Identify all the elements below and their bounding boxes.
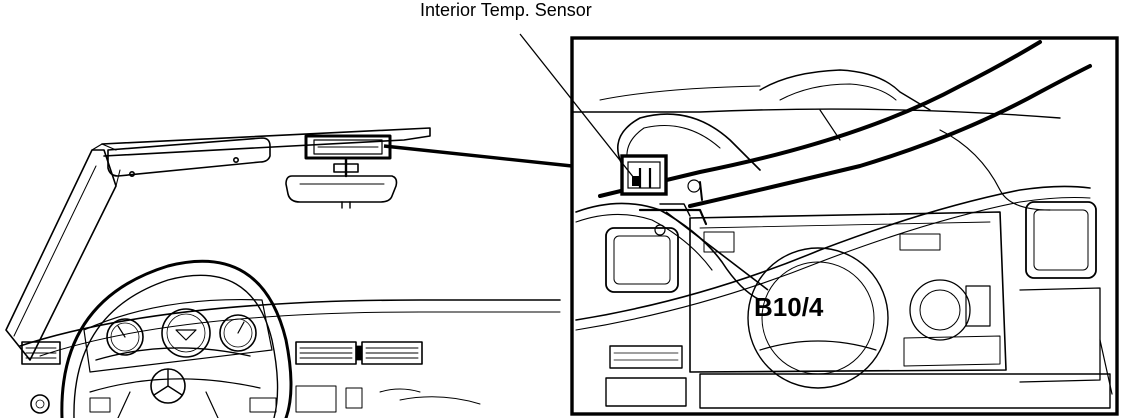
interior-overview-illustration	[5, 127, 561, 418]
interior-temp-sensor	[620, 154, 668, 196]
lower-dash-controls	[30, 385, 481, 414]
callout-leader-b10-4	[665, 211, 769, 291]
speedometer-gauge	[106, 318, 144, 356]
rearview-mirror	[285, 156, 398, 209]
windshield-header	[101, 127, 431, 157]
left-air-vent	[21, 341, 61, 365]
detail-connector-line	[383, 144, 573, 168]
right-control-module	[1025, 201, 1097, 279]
steering-wheel	[60, 259, 293, 418]
sensor-bracket	[638, 179, 708, 236]
overhead-sensor-housing	[304, 134, 392, 160]
cluster-backside	[689, 211, 1113, 409]
tachometer-gauge	[161, 308, 211, 358]
mercedes-star-emblem	[150, 368, 186, 404]
a-pillar	[5, 149, 117, 361]
callout-label-interior-temp-sensor: Interior Temp. Sensor	[420, 0, 592, 20]
detail-view	[570, 36, 1119, 416]
sun-visor	[107, 137, 271, 177]
dashboard-top	[19, 299, 561, 347]
clock-gauge	[219, 314, 257, 352]
wiring-harness	[617, 113, 761, 181]
center-air-vents	[295, 341, 423, 365]
callout-leader-temp-sensor	[519, 33, 635, 179]
instrument-cluster	[83, 299, 273, 373]
component-code-label: B10/4	[754, 292, 824, 322]
left-control-module	[605, 227, 687, 407]
